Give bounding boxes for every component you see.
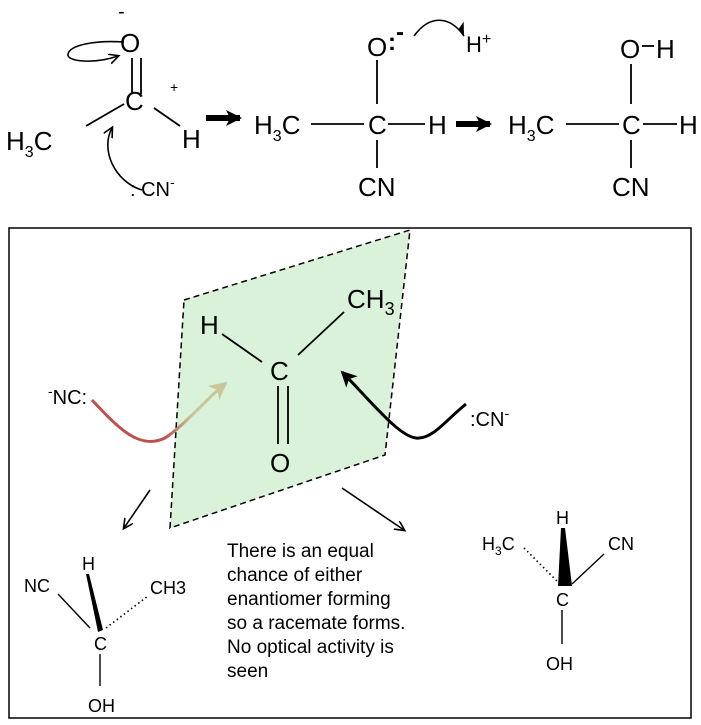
reactant-oxygen: O [120,28,140,58]
reactant-nucleophile: : CN- [130,174,175,201]
nucleophile-curly-arrow [108,128,143,191]
oxygen-charge: - [118,1,125,23]
right-attack-arrow [340,370,467,440]
left-enantiomer-h: H [82,554,95,574]
intermediate-cyano: CN [358,172,396,202]
reactant-methyl: H3C [6,126,52,161]
intermediate-methyl: H3C [254,110,300,145]
c-h-bond [153,107,181,127]
trigonal-plane [169,228,411,530]
note-line: No optical activity is [227,637,394,658]
product-cyano: CN [612,172,650,202]
carbon-charge: + [170,79,178,95]
planar-methyl: CH3 [347,284,395,319]
c-ch3-bond [85,103,125,127]
planar-c-h-bond [221,333,263,363]
reactant-structure: - O C + H H3C : CN- [6,1,201,201]
right-wedge-bond [558,528,572,586]
left-enantiomer-nc: NC [24,576,50,596]
right-enantiomer-cn: CN [608,534,634,554]
intermediate-hydrogen: H [428,110,447,140]
product-carbon: C [622,110,641,140]
left-nucleophile: -NC: [48,383,87,409]
planar-carbon: C [270,356,289,386]
intermediate-oxygen: O [367,32,387,62]
right-outcome-arrow [341,487,404,530]
left-enantiomer: H NC CH3 C OH [24,554,186,716]
note-line: so a racemate forms. [227,613,406,634]
reactant-hydrogen: H [182,124,201,154]
planar-hydrogen: H [200,310,219,340]
left-enantiomer-oh: OH [88,696,115,716]
product-methyl: H3C [508,110,554,145]
planar-carbonyl: H CH3 C O [200,284,395,478]
planar-oxygen: O [270,448,290,478]
product-oxygen: O [620,34,640,64]
left-wedge-bond [86,574,103,632]
right-nucleophile: :CN- [470,405,509,431]
intermediate-structure: O : - C H H3C CN H+ [254,19,491,202]
planar-c-ch3-bond [297,311,345,356]
note-line: seen [227,661,269,682]
right-enantiomer-c: C [556,590,569,610]
product-oh-hydrogen: H [656,34,675,64]
pi-bond-curly-arrow [67,40,125,62]
product-hydrogen: H [679,110,698,140]
proton: H+ [466,31,491,57]
left-enantiomer-ch3: CH3 [150,578,186,598]
note-line: There is an equal [227,541,374,562]
product-structure: O H C H H3C CN [508,34,698,202]
right-enantiomer-oh: OH [546,654,573,674]
note-line: enantiomer forming [227,589,391,610]
left-attack-arrow [90,381,228,444]
left-outcome-arrow [124,489,151,528]
intermediate-lone-pair: : [388,29,396,56]
racemate-explanation: There is an equal chance of either enant… [227,540,457,684]
intermediate-carbon: C [368,110,387,140]
right-enantiomer: H H3C CN C OH [482,508,634,674]
right-enantiomer-h: H [556,508,569,528]
right-enantiomer-h3c: H3C [482,534,515,558]
left-enantiomer-c: C [94,634,107,654]
reactant-carbon: C [125,86,144,116]
note-line: chance of either [227,565,363,586]
intermediate-charge: - [396,19,404,46]
right-cn-bond [571,553,605,585]
protonation-curly-arrow [413,19,465,37]
left-nc-bond [57,593,91,629]
